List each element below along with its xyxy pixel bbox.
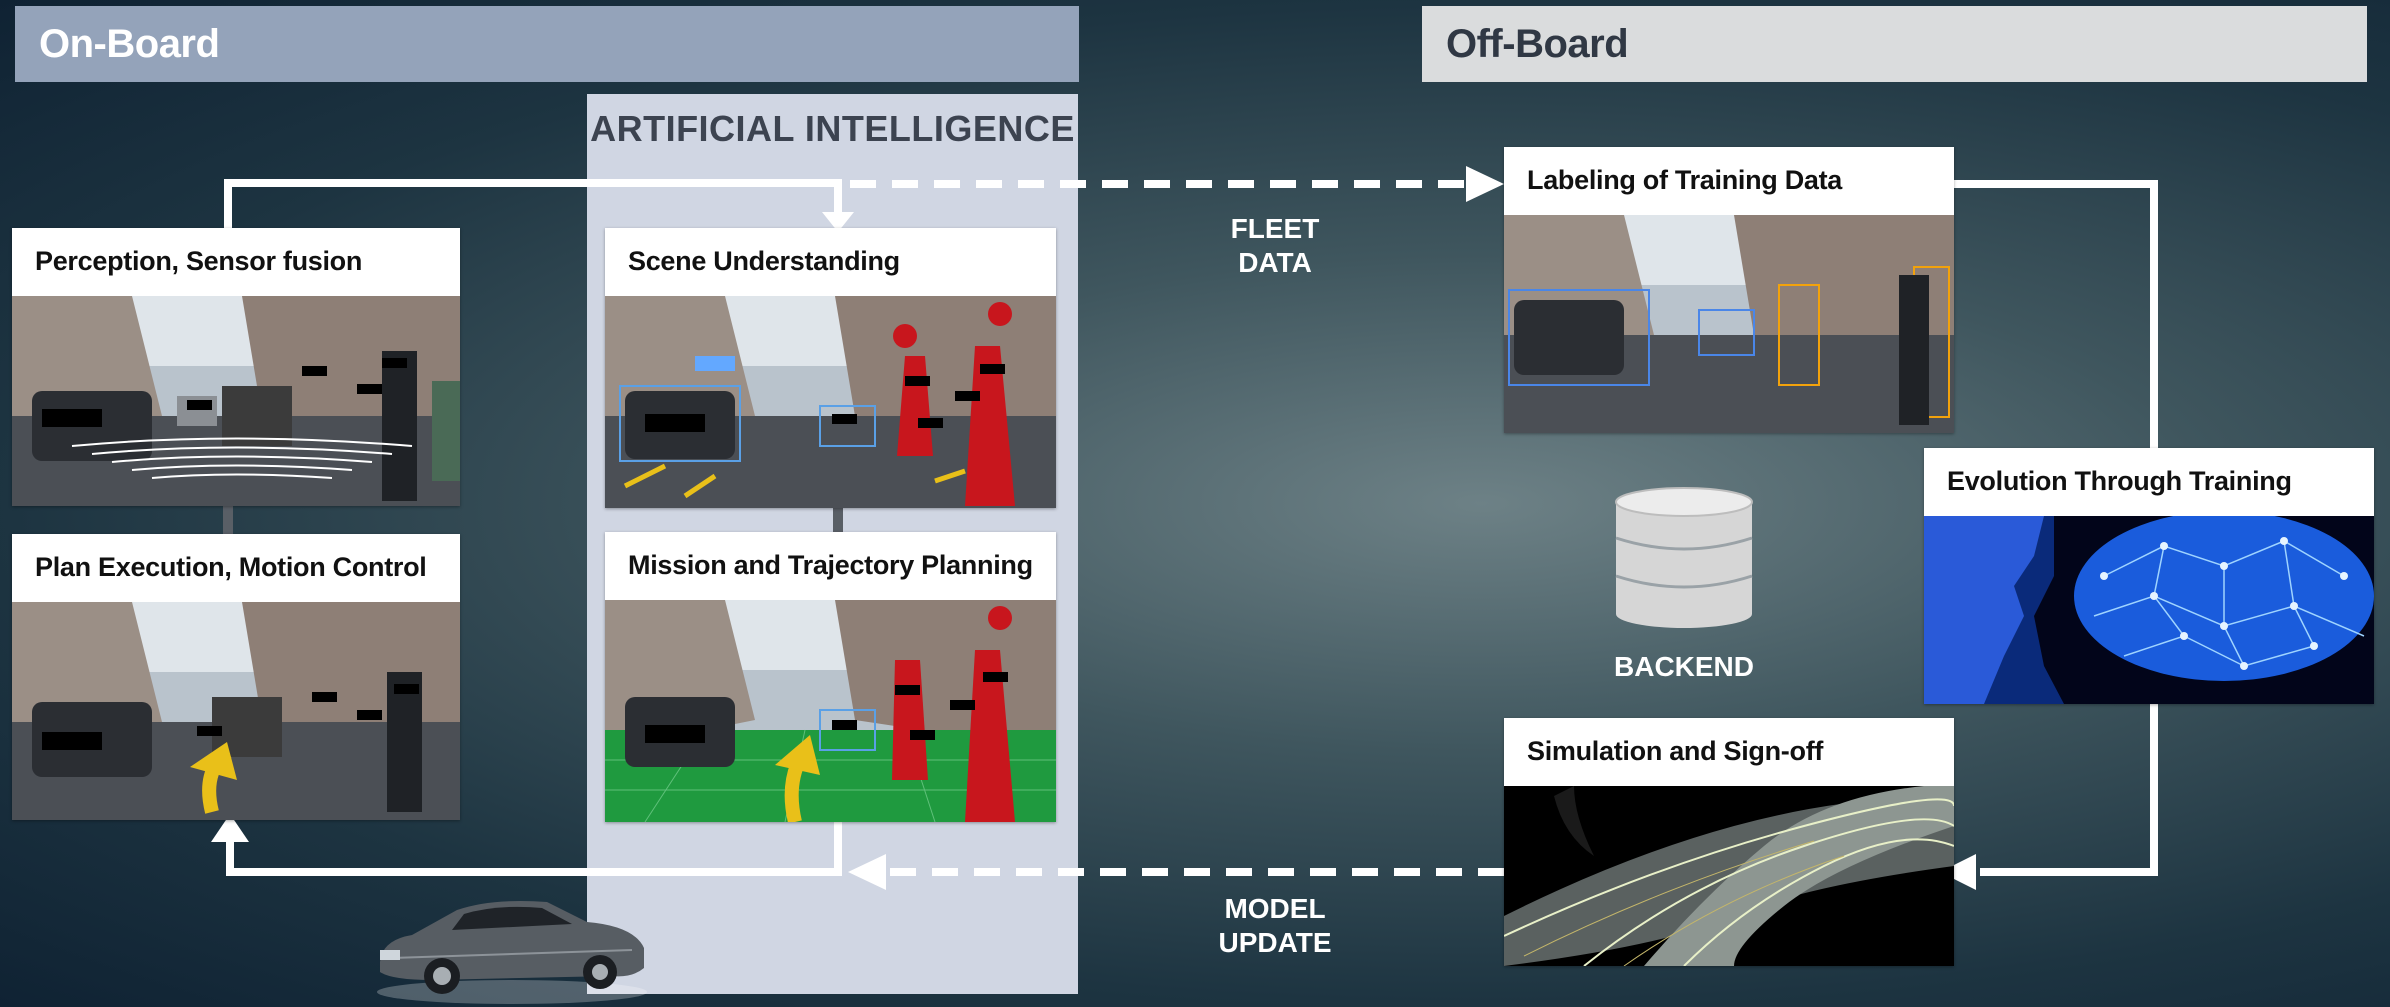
arrow-labeling-to-evolution (1952, 180, 2158, 450)
offboard-header: Off-Board (1422, 6, 2367, 82)
labeling-card: Labeling of Training Data (1504, 147, 1954, 433)
mission-card: Mission and Trajectory Planning (605, 532, 1056, 822)
scene-title: Scene Understanding (628, 245, 900, 276)
plan-execution-title: Plan Execution, Motion Control (35, 551, 427, 582)
simulation-title: Simulation and Sign-off (1527, 735, 1824, 766)
evolution-title: Evolution Through Training (1947, 465, 2292, 496)
database-icon (1615, 487, 1753, 628)
scene-card: Scene Understanding (605, 228, 1056, 508)
fleet-data-line2: DATA (1238, 247, 1312, 278)
ai-panel-title: ARTIFICIAL INTELLIGENCE (590, 108, 1075, 149)
backend-label: BACKEND (1614, 651, 1754, 682)
neural-brain-image (1924, 516, 2374, 704)
fleet-data-line1: FLEET (1230, 213, 1320, 244)
fleet-data-label: FLEET DATA (1215, 212, 1335, 280)
car-icon (377, 901, 647, 1004)
simulation-card: Simulation and Sign-off (1504, 718, 1954, 966)
model-update-line2: UPDATE (1218, 927, 1332, 958)
connector-perception-plan (223, 505, 233, 535)
onboard-header: On-Board (15, 6, 1079, 82)
evolution-card: Evolution Through Training (1924, 448, 2374, 704)
scene-segmentation-image (605, 296, 1056, 508)
perception-street-image (12, 296, 460, 506)
mission-title: Mission and Trajectory Planning (628, 549, 1033, 580)
arrowhead-labeling (1466, 166, 1504, 202)
model-update-line1: MODEL (1224, 893, 1326, 924)
plan-execution-street-image (12, 602, 460, 820)
labeling-title: Labeling of Training Data (1527, 164, 1843, 195)
model-update-label: MODEL UPDATE (1205, 892, 1345, 960)
arrow-evolution-to-simulation (1980, 702, 2158, 876)
simulation-image (1504, 786, 1954, 966)
labeling-annotated-image (1504, 215, 1954, 433)
plan-execution-card: Plan Execution, Motion Control (12, 534, 460, 820)
perception-title: Perception, Sensor fusion (35, 245, 363, 276)
perception-card: Perception, Sensor fusion (12, 228, 460, 506)
mission-planning-image (605, 600, 1056, 822)
